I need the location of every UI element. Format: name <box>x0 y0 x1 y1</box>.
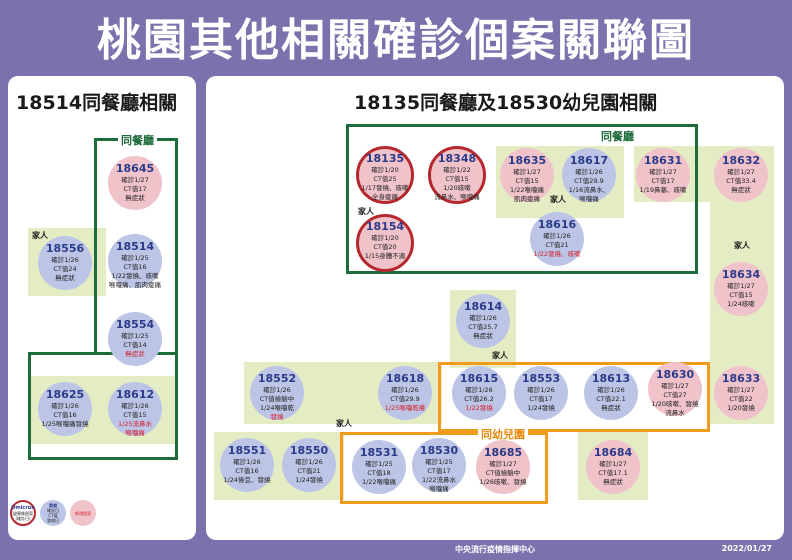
case-id: 18550 <box>289 444 329 457</box>
case-18612[interactable]: 18612 確診1/26 CT值15 1/25流鼻水 喉嚨痛 <box>108 382 162 437</box>
case-id: 18612 <box>115 388 155 401</box>
case-id: 18551 <box>227 444 267 457</box>
page-title: 桃園其他相關確診個案關聯圖 <box>97 15 695 66</box>
case-18552[interactable]: 18552 確診1/26 CT值檢驗中 1/24喉嚨乾 發燒 <box>250 366 304 421</box>
case-id: 18531 <box>359 446 399 459</box>
case-id: 18632 <box>721 154 761 167</box>
legend-new-case: 新增個案 <box>70 500 96 526</box>
kindergarten-frame <box>340 432 548 504</box>
case-18135[interactable]: 18135 確診1/20 CT值25 1/17發燒、咳嗽 全身痠痛 <box>356 146 414 204</box>
restaurant-frame <box>28 352 178 460</box>
family-label: 家人 <box>32 231 48 240</box>
case-id: 18631 <box>643 154 683 167</box>
case-18685[interactable]: 18685 確診1/27 CT值檢驗中 1/26咳嗽、發燒 <box>476 440 530 494</box>
case-id: 18614 <box>463 300 503 313</box>
case-18614[interactable]: 18614 確診1/26 CT值25.7 無症狀 <box>456 294 510 348</box>
case-18154[interactable]: 18154 確診1/20 CT值20 1/15身體不適 <box>356 214 414 272</box>
case-18617[interactable]: 18617 確診1/26 CT值29.9 1/16流鼻水、 喉嚨痛 <box>562 148 616 203</box>
family-label: 家人 <box>550 195 566 204</box>
case-18530[interactable]: 18530 確診1/25 CT值17 1/22流鼻水 喉嚨痛 <box>412 438 466 493</box>
case-id: 18630 <box>655 368 695 381</box>
case-18550[interactable]: 18550 確診1/26 CT值21 1/24發燒 <box>282 438 336 492</box>
case-id: 18613 <box>591 372 631 385</box>
case-18554[interactable]: 18554 確診1/25 CT值14 無症狀 <box>108 312 162 366</box>
case-id: 18634 <box>721 268 761 281</box>
restaurant-label: 同餐廳 <box>598 128 637 144</box>
case-id: 18625 <box>45 388 85 401</box>
kindergarten-frame <box>438 362 710 432</box>
case-id: 18154 <box>365 220 405 233</box>
case-id: 18514 <box>115 240 155 253</box>
case-id: 18684 <box>593 446 633 459</box>
family-label: 家人 <box>358 207 374 216</box>
case-18514[interactable]: 18514 確診1/25 CT值16 1/22發燒、咳嗽 喉嚨痛、肌肉痠痛 <box>108 234 162 289</box>
right-section-title: 18135同餐廳及18530幼兒園相關 <box>354 92 658 114</box>
footer-date: 2022/01/27 <box>721 544 772 553</box>
case-id: 18617 <box>569 154 609 167</box>
case-18551[interactable]: 18551 確診1/26 CT值16 1/24倦怠、發燒 <box>220 438 274 492</box>
case-18631[interactable]: 18631 確診1/27 CT值17 1/19鼻塞、咳嗽 <box>636 148 690 202</box>
case-18556[interactable]: 18556 確診1/26 CT值24 無症狀 <box>38 236 92 290</box>
case-18632[interactable]: 18632 確診1/27 CT值33.4 無症狀 <box>714 148 768 202</box>
legend-omicron: Omicron 變異株個案 (確診日) <box>10 500 36 526</box>
restaurant-frame <box>346 124 698 274</box>
case-id: 18645 <box>115 162 155 175</box>
footer-agency: 中央流行疫情指揮中心 <box>455 545 535 554</box>
case-18613[interactable]: 18613 確診1/26 CT值22.1 無症狀 <box>584 366 638 420</box>
family-label: 家人 <box>734 241 750 250</box>
restaurant-label: 同餐廳 <box>118 132 157 148</box>
case-id: 18615 <box>459 372 499 385</box>
case-id: 18554 <box>115 318 155 331</box>
left-panel: 18514同餐廳相關 同餐廳 家人 18645 確診1/27 CT值17 無症狀… <box>8 76 196 540</box>
case-id: 18553 <box>521 372 561 385</box>
footer: 中央流行疫情指揮中心 2022/01/27 <box>206 540 784 560</box>
case-id: 18633 <box>721 372 761 385</box>
right-panel: 18135同餐廳及18530幼兒園相關 同餐廳 同幼兒園 家人 家人 家人 家人… <box>206 76 784 540</box>
case-18625[interactable]: 18625 確診1/26 CT值16 1/25喉嚨痛發燒 <box>38 382 92 436</box>
case-id: 18348 <box>437 152 477 165</box>
case-id: 18556 <box>45 242 85 255</box>
case-18633[interactable]: 18633 確診1/27 CT值22 1/20發燒 <box>714 366 768 420</box>
left-section-title: 18514同餐廳相關 <box>16 92 178 114</box>
legend-case: 案號 確診日 CT值 發病日 <box>40 500 66 526</box>
case-id: 18616 <box>537 218 577 231</box>
case-18531[interactable]: 18531 確診1/25 CT值18 1/22喉嚨痛 <box>352 440 406 494</box>
family-label: 家人 <box>492 351 508 360</box>
case-18348[interactable]: 18348 確診1/22 CT值15 1/20咳嗽 流鼻水、喉嚨痛 <box>428 146 486 204</box>
case-id: 18635 <box>507 154 547 167</box>
kindergarten-label: 同幼兒園 <box>478 426 528 442</box>
family-label: 家人 <box>336 419 352 428</box>
case-18615[interactable]: 18615 確診1/26 CT值26.2 1/22發燒 <box>452 366 506 420</box>
case-id: 18135 <box>365 152 405 165</box>
case-18635[interactable]: 18635 確診1/27 CT值15 1/22喉嚨痛 肌肉痠痛 <box>500 148 554 203</box>
case-18645[interactable]: 18645 確診1/27 CT值17 無症狀 <box>108 156 162 210</box>
case-id: 18552 <box>257 372 297 385</box>
case-18618[interactable]: 18618 確診1/26 CT值29.9 1/25喉嚨乾癢 <box>378 366 432 420</box>
case-id: 18685 <box>483 446 523 459</box>
case-18684[interactable]: 18684 確診1/27 CT值17.1 無症狀 <box>586 440 640 494</box>
case-id: 18618 <box>385 372 425 385</box>
case-18634[interactable]: 18634 確診1/27 CT值15 1/24咳嗽 <box>714 262 768 316</box>
case-18616[interactable]: 18616 確診1/26 CT值21 1/22發燒、咳嗽 <box>530 212 584 266</box>
case-18630[interactable]: 18630 確診1/27 CT值27 1/20咳嗽、發燒 流鼻水 <box>648 362 702 417</box>
case-18553[interactable]: 18553 確診1/26 CT值17 1/24發燒 <box>514 366 568 420</box>
case-id: 18530 <box>419 444 459 457</box>
